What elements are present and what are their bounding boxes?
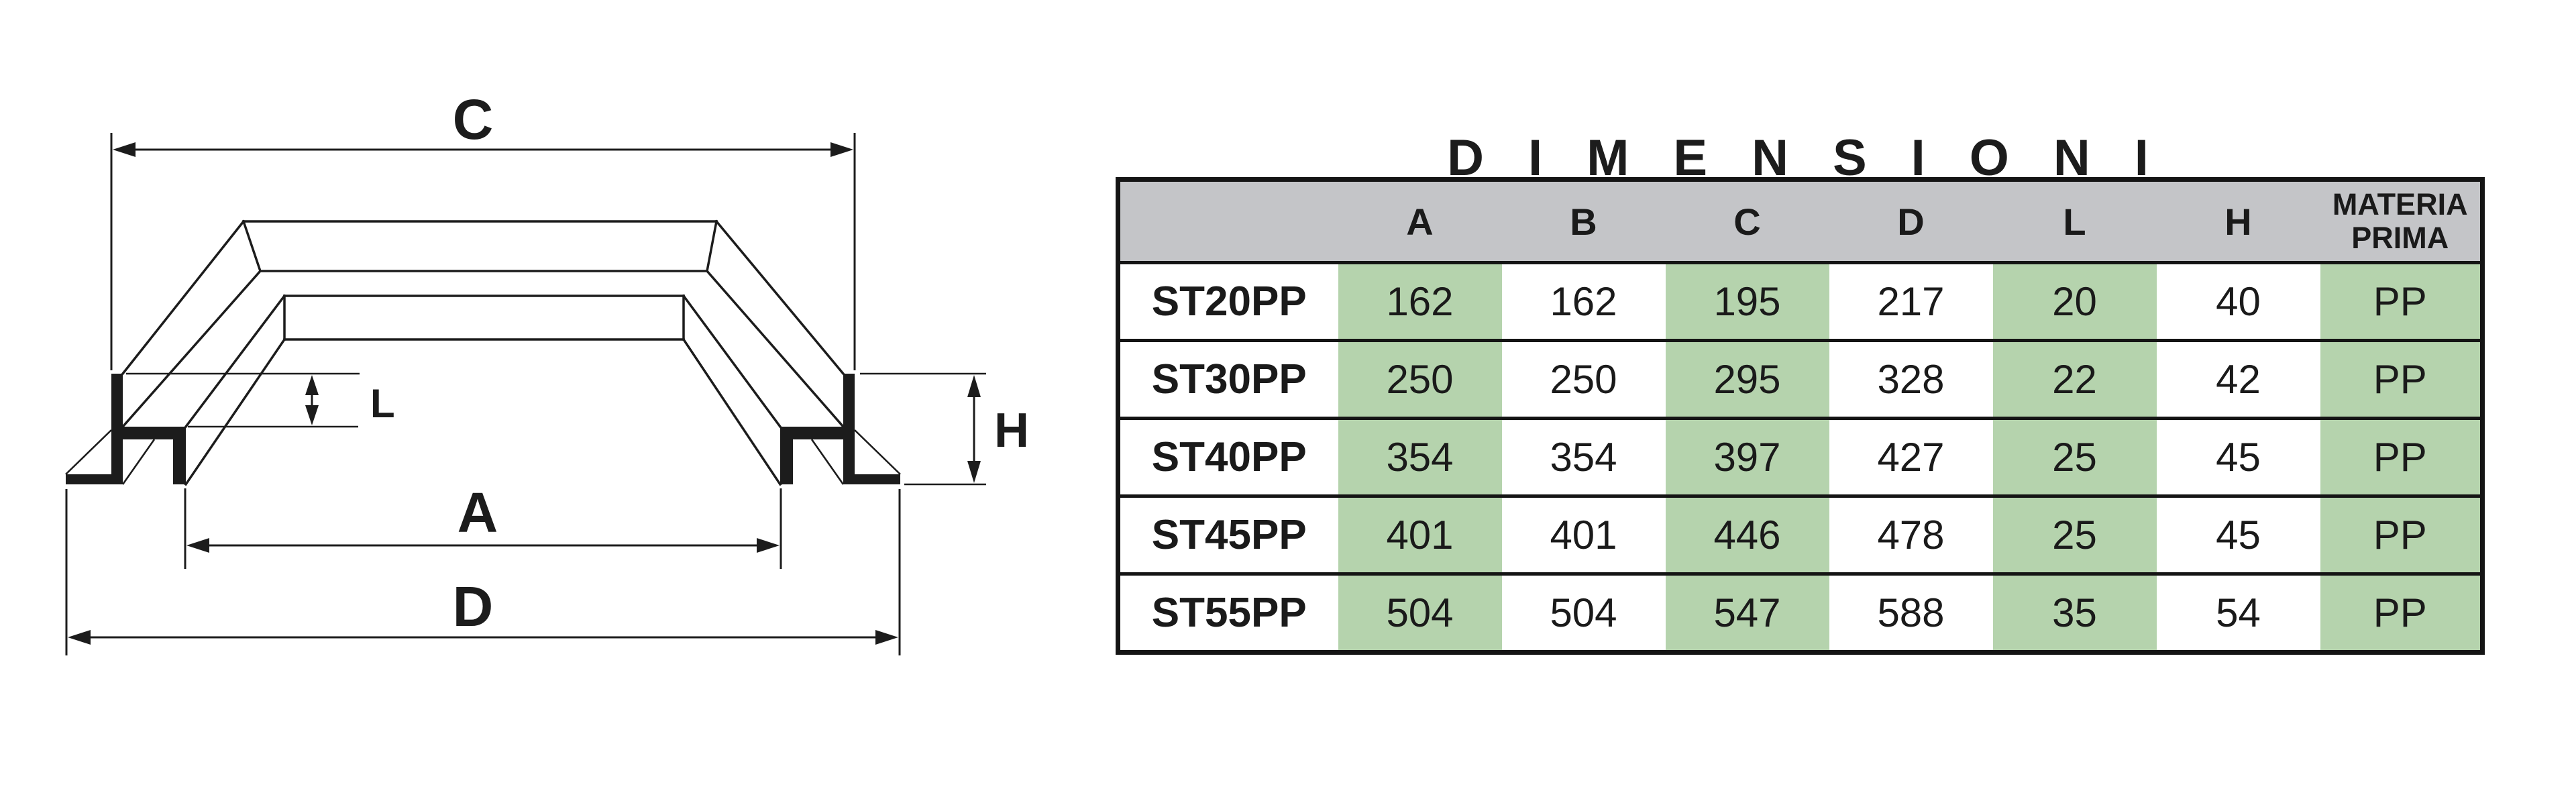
value-c: 295 [1665, 338, 1829, 419]
column-header-d: D [1829, 179, 1993, 263]
value-a: 250 [1338, 338, 1502, 419]
model-cell: ST45PP [1118, 494, 1338, 574]
left-foot-profile [66, 374, 186, 484]
dim-label-d: D [453, 575, 494, 638]
dim-label-a: A [458, 481, 498, 544]
value-a: 162 [1338, 261, 1502, 341]
dim-label-c: C [453, 88, 494, 151]
value-l: 25 [1992, 494, 2157, 574]
column-header-b: B [1501, 179, 1666, 263]
dimension-l: L [126, 372, 395, 428]
table-row: ST40PP 354 354 397 427 25 45 PP [1118, 416, 2483, 496]
value-c: 397 [1665, 416, 1829, 496]
profile-drawing-svg: C L H [65, 88, 1029, 655]
value-material: PP [2320, 338, 2483, 419]
model-cell: ST40PP [1118, 416, 1338, 496]
bridge-top-inner-face [283, 295, 685, 341]
bridge-top-outer-face [241, 219, 718, 273]
right-ramp-edges [682, 219, 845, 486]
dimensions-table: A B C D L H MATERIA PRIMA ST20PP 162 162… [1116, 177, 2485, 655]
dim-label-h: H [994, 404, 1029, 458]
value-a: 354 [1338, 416, 1502, 496]
value-a: 401 [1338, 494, 1502, 574]
value-l: 35 [1992, 572, 2157, 653]
materia-line: MATERIA [2332, 187, 2468, 221]
value-b: 250 [1501, 338, 1666, 419]
table-row: ST20PP 162 162 195 217 20 40 PP [1118, 261, 2483, 341]
column-header-h: H [2156, 179, 2320, 263]
column-header-l: L [1992, 179, 2157, 263]
value-h: 42 [2156, 338, 2320, 419]
value-d: 217 [1829, 261, 1993, 341]
value-b: 354 [1501, 416, 1666, 496]
value-d: 427 [1829, 416, 1993, 496]
value-b: 504 [1501, 572, 1666, 653]
value-material: PP [2320, 494, 2483, 574]
value-l: 20 [1992, 261, 2157, 341]
table-row: ST30PP 250 250 295 328 22 42 PP [1118, 338, 2483, 419]
header-row: A B C D L H MATERIA PRIMA [1118, 179, 2483, 263]
right-foot-profile [780, 374, 900, 484]
model-cell: ST55PP [1118, 572, 1338, 653]
dimension-a: A [184, 481, 782, 569]
column-header-materia-prima: MATERIA PRIMA [2320, 179, 2483, 263]
value-b: 162 [1501, 261, 1666, 341]
table-row: ST55PP 504 504 547 588 35 54 PP [1118, 572, 2483, 653]
header-empty [1118, 179, 1338, 263]
value-l: 22 [1992, 338, 2157, 419]
column-header-a: A [1338, 179, 1502, 263]
value-b: 401 [1501, 494, 1666, 574]
profile-drawing: C L H [0, 0, 1046, 799]
value-h: 45 [2156, 416, 2320, 496]
foot-depth-lines [65, 429, 901, 485]
value-h: 54 [2156, 572, 2320, 653]
table-title: DIMENSIONI [1447, 129, 2193, 187]
left-ramp-edges [121, 219, 286, 486]
value-d: 478 [1829, 494, 1993, 574]
value-c: 547 [1665, 572, 1829, 653]
value-material: PP [2320, 572, 2483, 653]
dimension-d: D [65, 489, 901, 655]
value-material: PP [2320, 261, 2483, 341]
prima-line: PRIMA [2351, 221, 2449, 255]
table-row: ST45PP 401 401 446 478 25 45 PP [1118, 494, 2483, 574]
dim-label-l: L [370, 381, 395, 426]
model-cell: ST30PP [1118, 338, 1338, 419]
value-h: 40 [2156, 261, 2320, 341]
value-c: 195 [1665, 261, 1829, 341]
value-l: 25 [1992, 416, 2157, 496]
model-cell: ST20PP [1118, 261, 1338, 341]
dimension-c: C [110, 88, 856, 370]
value-c: 446 [1665, 494, 1829, 574]
value-d: 588 [1829, 572, 1993, 653]
value-h: 45 [2156, 494, 2320, 574]
value-material: PP [2320, 416, 2483, 496]
dimension-h: H [860, 372, 1029, 486]
value-d: 328 [1829, 338, 1993, 419]
column-header-c: C [1665, 179, 1829, 263]
value-a: 504 [1338, 572, 1502, 653]
